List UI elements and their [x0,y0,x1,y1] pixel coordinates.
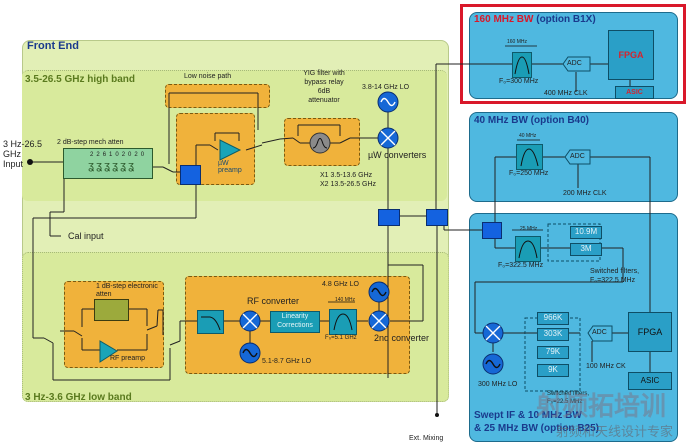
b1x-bandpass [512,52,532,78]
b1x-adc-shape [562,56,591,72]
uw-preamp-label-2: preamp [218,167,242,174]
b40-clk: 200 MHz CLK [563,190,607,197]
uw-preamp-label-1: µW [218,160,229,167]
harmonic-x1: X1 3.5-13.6 GHz [320,172,373,179]
b25-clk: 100 MHz CK [586,363,626,370]
switched-bottom-1: Switched filters, [547,391,590,397]
b1x-asic: ASIC [615,86,654,99]
band-switch[interactable] [180,165,201,185]
b1x-fpga: FPGA [608,30,654,80]
bandpass-5g1 [329,309,357,335]
mech-atten-label: 2 dB-step mech atten [57,139,124,146]
yig-label-3: 6dB [317,88,331,95]
b1x-bw: 160 MHz [507,39,528,45]
switch-a[interactable] [378,209,400,226]
b40-bw: 40 MHz [519,133,537,139]
b40-bandpass [516,144,543,170]
b25-title-1: Swept IF & 10 MHz BW [474,410,582,421]
bw-140-label: 140 MHz [335,297,356,303]
cal-input-label: Cal input [68,231,104,241]
if-switch[interactable] [482,222,502,239]
lo-51-label: 5.1-8.7 GHz LO [262,358,312,365]
f0-51-label: F₀=5.1 GHz [325,335,357,341]
b25-title-2: & 25 MHz BW (option B25) [474,423,599,434]
input-label-2: GHz [3,149,21,159]
rf-preamp-label: RF preamp [110,355,146,362]
yig-label-1: YIG filter with [303,70,345,77]
switched-bottom-2: F₀=22.5 MHz [547,399,583,405]
filter-3m: 3M [570,243,602,256]
b25-bw: 25 MHz [520,226,538,232]
b40-adc-shape [564,149,591,165]
b25-adc: ADC [592,329,607,336]
uw-lo-label: 3.8-14 GHz LO [362,84,410,91]
input-label-3: Input [3,159,24,169]
b1x-clk: 400 MHz CLK [544,90,588,97]
ext-mixing-port [435,413,439,417]
uw-preamp-icon [219,139,242,161]
lo-48-label: 4.8 GHz LO [322,281,359,288]
low-band-title: 3 Hz-3.6 GHz low band [25,392,132,403]
b1x-title: 160 MHz BW (option B1X) [474,14,596,25]
rf-preamp-icon [99,340,118,363]
uw-converters-label: µW converters [368,150,427,160]
switch-b[interactable] [426,209,448,226]
b40-adc: ADC [570,153,585,160]
b25-asic: ASIC [628,372,672,390]
filter-303k: 303K [537,328,569,341]
elec-atten-block [94,299,129,321]
b1x-adc: ADC [567,60,582,67]
b25-adc-shape [587,325,613,342]
yig-filter-icon [309,132,331,154]
low-noise-path-label: Low noise path [184,73,232,80]
b25-f0: F₀=322.5 MHz [498,262,544,269]
watermark-sub: 射频和天线设计专家 [556,424,674,439]
high-band-title: 3.5-26.5 GHz high band [25,74,136,85]
b1x-f0: F₀=300 MHz [499,78,539,85]
b40-title: 40 MHz BW (option B40) [474,115,589,126]
ext-mixing-label: Ext. Mixing [409,435,444,442]
highlight-box [460,4,686,104]
elec-atten-label-2: atten [96,291,112,298]
mech-atten-steps: 226102020 [90,152,148,158]
mech-atten-resistors: ʓʓʓʓʓʓ [88,160,136,172]
switched-top-2: F₀=322.5 MHz [590,277,636,284]
low-noise-path-box [165,84,270,108]
lowpass-filter [197,310,224,334]
watermark-main: 射频拓培训 [536,391,667,421]
filter-9k: 9K [537,364,569,377]
switched-top-1: Switched filters, [590,268,640,275]
linearity-corrections: Linearity Corrections [270,311,320,333]
input-label-1: 3 Hz-26.5 [3,139,43,149]
if-lo-label: 300 MHz LO [478,381,518,388]
input-port [27,159,33,165]
front-end-title: Front End [27,40,79,52]
filter-79k: 79K [537,346,569,359]
filter-10m9: 10.9M [570,226,602,239]
b25-fpga: FPGA [628,312,672,352]
b25-bandpass [515,236,541,262]
b40-f0: F₀=250 MHz [509,170,549,177]
rf-converter-label: RF converter [247,296,300,306]
yig-label-4: attenuator [308,97,340,104]
filter-966k: 966K [537,312,569,325]
elec-atten-label-1: 1 dB-step electronic [96,283,158,290]
second-converter-label: 2nd converter [374,333,430,343]
yig-label-2: bypass relay [304,79,344,86]
harmonic-x2: X2 13.5-26.5 GHz [320,181,377,188]
mech-atten-block [63,148,153,179]
